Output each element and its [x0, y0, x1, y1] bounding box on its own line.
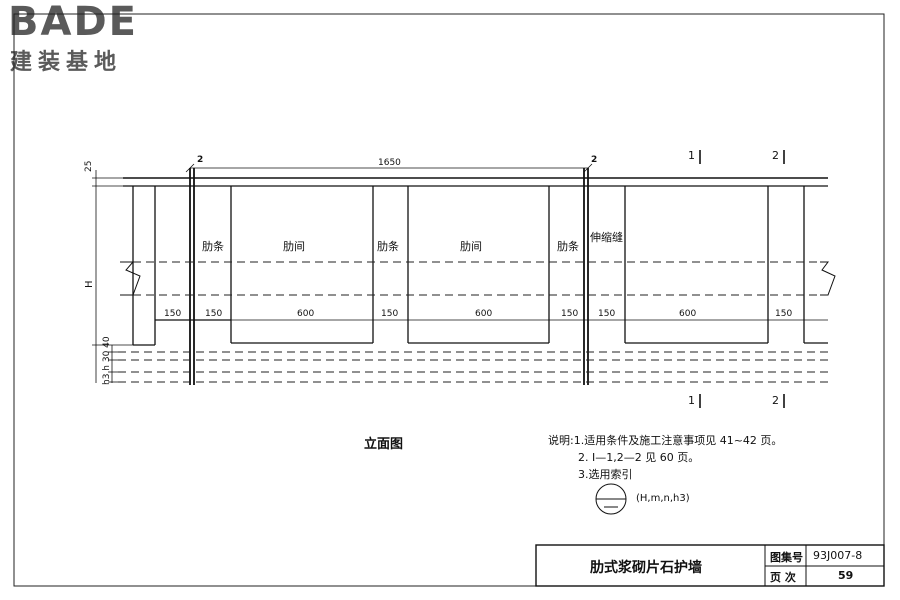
dim-seg-4: 150: [381, 309, 399, 319]
expansion-joints: [189, 168, 589, 385]
label-bay-2: 肋间: [460, 240, 482, 253]
dim-seg-6: 150: [561, 309, 579, 319]
section-mark-top-left: 2: [197, 155, 204, 165]
dim-height: H: [84, 280, 95, 288]
section-mark-top-right: 2: [591, 155, 598, 165]
dim-top-span: 1650: [378, 158, 401, 168]
dim-left-stack: h3 h 30 40: [102, 336, 112, 385]
atlas-label: 图集号: [770, 551, 803, 564]
brand-logo: BADE: [8, 0, 138, 45]
dim-seg-1: 150: [164, 309, 182, 319]
break-symbol-left: [120, 261, 141, 296]
dim-cap: 25: [84, 160, 94, 172]
dim-seg-5: 600: [475, 309, 493, 319]
label-rib-1: 肋条: [202, 240, 224, 253]
hidden-lines: [118, 261, 828, 383]
note-line-2: 2. I—1,2—2 见 60 页。: [578, 451, 700, 464]
cut-1-bottom: 1: [688, 394, 695, 407]
cut-1-top: 1: [688, 149, 695, 162]
cut-2-top: 2: [772, 149, 779, 162]
drawing-caption: 立面图: [364, 437, 404, 452]
note-line-1: 说明:1.适用条件及施工注意事项见 41~42 页。: [548, 434, 783, 447]
left-dimension: [92, 170, 133, 383]
rib-outlines: [132, 186, 805, 345]
label-expansion-joint: 伸缩缝: [590, 231, 623, 244]
dim-seg-9: 150: [775, 309, 793, 319]
dim-seg-3: 600: [297, 309, 315, 319]
bay-bottoms: [133, 319, 828, 346]
cut-2-bottom: 2: [772, 394, 779, 407]
sheet-border: [13, 13, 885, 587]
label-rib-3: 肋条: [557, 240, 579, 253]
drawing-title: 肋式浆砌片石护墙: [590, 560, 702, 576]
label-bay-1: 肋间: [283, 240, 305, 253]
brand-subtitle: 建装基地: [10, 50, 123, 75]
notes-block: 说明:1.适用条件及施工注意事项见 41~42 页。 2. I—1,2—2 见 …: [548, 432, 782, 483]
atlas-number: 93J007-8: [813, 549, 863, 562]
index-params: (H,m,n,h3): [636, 493, 690, 504]
dim-seg-2: 150: [205, 309, 223, 319]
label-rib-2: 肋条: [377, 240, 399, 253]
dim-seg-8: 600: [679, 309, 697, 319]
page-label: 页 次: [770, 571, 796, 584]
page-number: 59: [838, 569, 854, 582]
title-block: [535, 544, 885, 587]
section-cuts: [699, 150, 785, 408]
break-symbol-right: [820, 261, 836, 296]
dim-seg-7: 150: [598, 309, 616, 319]
top-dimension: [185, 163, 593, 173]
note-line-3: 3.选用索引: [578, 468, 633, 481]
